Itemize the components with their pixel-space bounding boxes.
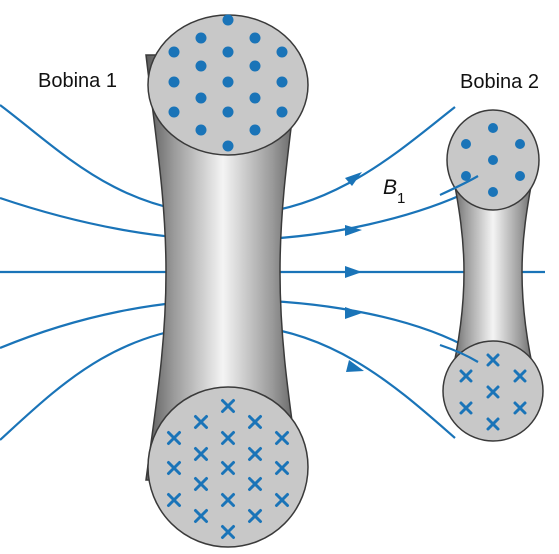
arrow-head [346,360,364,372]
wire-cross-marker [275,461,289,475]
wire-dot-marker [515,139,525,149]
wire-dot-marker [515,171,525,181]
wire-dot-marker [276,76,288,88]
coil-1-label: Bobina 1 [38,70,117,92]
wire-cross-marker [194,477,208,491]
wire-dot-marker [249,92,261,104]
magnetic-field-label: B1 [383,176,405,207]
field-line-segment [439,343,479,363]
wire-cross-marker [275,431,289,445]
wire-dot-marker [222,106,234,118]
field-arrows [345,172,364,372]
wire-dot-marker [276,106,288,118]
wire-cross-marker [194,447,208,461]
wire-dot-marker [222,46,234,58]
wire-dot-marker [488,187,498,197]
wire-dot-marker [276,46,288,58]
wire-dot-marker [249,32,261,44]
wire-cross-marker [248,477,262,491]
wire-cross-marker [167,493,181,507]
field-lines-front [439,175,479,363]
coil-2-label: Bobina 2 [460,71,539,93]
coil-2 [442,109,544,442]
wire-dot-marker [461,139,471,149]
wire-cross-marker [513,401,527,415]
field-line-segment [439,175,479,196]
wire-dot-marker [488,155,498,165]
field-symbol: B [383,176,398,199]
wire-dot-marker [488,123,498,133]
coil-2-dot-markers [461,123,525,197]
wire-cross-marker [459,369,473,383]
wire-dot-marker [195,92,207,104]
wire-cross-marker [167,461,181,475]
wire-cross-marker [486,353,500,367]
wire-dot-marker [222,14,234,26]
wire-dot-marker [249,60,261,72]
wire-cross-marker [248,509,262,523]
field-subscript: 1 [397,190,406,208]
wire-cross-marker [221,461,235,475]
wire-dot-marker [222,76,234,88]
wire-cross-marker [167,431,181,445]
coil-2-cross-markers [459,353,527,431]
coil-1 [145,14,309,548]
wire-cross-marker [221,525,235,539]
wire-cross-marker [194,509,208,523]
wire-dot-marker [222,140,234,152]
wire-dot-marker [195,60,207,72]
wire-dot-marker [249,124,261,136]
arrow-head [345,307,362,319]
arrow-head [345,172,362,186]
wire-dot-marker [168,46,180,58]
wire-dot-marker [461,171,471,181]
wire-cross-marker [486,385,500,399]
wire-dot-marker [168,76,180,88]
wire-cross-marker [513,369,527,383]
arrow-head [345,225,362,236]
coil-1-cross-markers [167,399,289,539]
wire-cross-marker [221,431,235,445]
wire-dot-marker [195,124,207,136]
wire-cross-marker [221,399,235,413]
wire-cross-marker [486,417,500,431]
arrow-head [345,266,362,278]
wire-cross-marker [248,415,262,429]
wire-cross-marker [194,415,208,429]
wire-dot-marker [168,106,180,118]
wire-cross-marker [221,493,235,507]
wire-dot-marker [195,32,207,44]
coil-1-dot-markers [168,14,288,152]
wire-cross-marker [275,493,289,507]
wire-cross-marker [248,447,262,461]
wire-cross-marker [459,401,473,415]
